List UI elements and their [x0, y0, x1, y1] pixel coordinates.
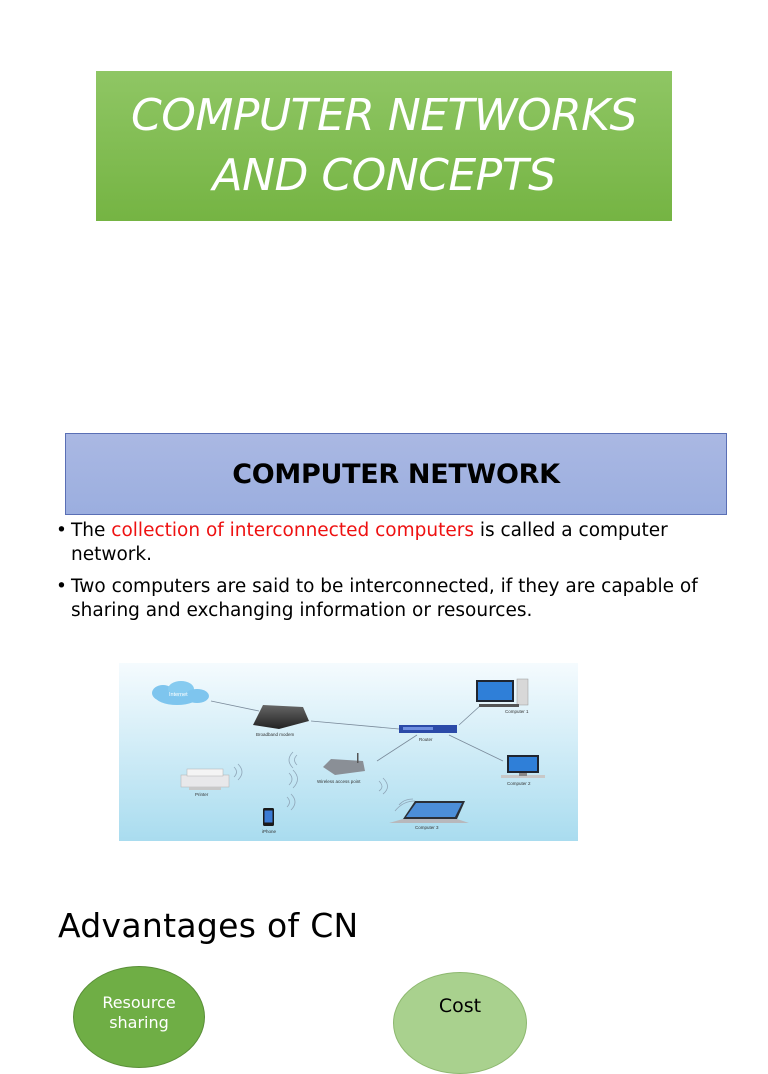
- phone-label: iPhone: [262, 829, 277, 834]
- modem-icon: [253, 705, 309, 729]
- internet-label: Internet: [169, 692, 188, 698]
- advantage-resource-sharing: Resource sharing: [73, 966, 205, 1068]
- printer-label: Printer: [195, 792, 209, 797]
- laptop-icon: [389, 801, 469, 823]
- printer-icon: [180, 768, 230, 790]
- computer-3-label: Computer 3: [415, 825, 439, 830]
- computer-1-label: Computer 1: [505, 709, 529, 714]
- computer-2-label: Computer 2: [507, 781, 531, 786]
- title-line-2: AND CONCEPTS: [212, 150, 556, 201]
- title-line-1: COMPUTER NETWORKS: [131, 90, 637, 141]
- access-point-label: Wireless access point: [317, 779, 361, 784]
- modem-label: Broadband modem: [256, 732, 295, 737]
- title-banner: COMPUTER NETWORKS AND CONCEPTS: [96, 71, 672, 221]
- advantage-resource-sharing-label: Resource sharing: [102, 993, 176, 1032]
- router-label: Router: [419, 737, 433, 742]
- router-icon: [399, 725, 457, 733]
- network-diagram: Internet Broadband modem Router Computer…: [119, 663, 578, 841]
- computer-1-icon: [476, 678, 529, 707]
- phone-icon: [263, 808, 274, 826]
- bullet-definition-highlight: collection of interconnected computers: [111, 520, 474, 541]
- bullet-definition: The collection of interconnected compute…: [56, 519, 736, 567]
- access-point-icon: [323, 753, 365, 775]
- connection-lines: [210, 700, 504, 762]
- section-header: COMPUTER NETWORK: [65, 433, 727, 515]
- advantage-cost: Cost: [393, 972, 527, 1074]
- section-heading: COMPUTER NETWORK: [232, 458, 560, 490]
- advantages-title: Advantages of CN: [58, 906, 359, 945]
- bullet-list: The collection of interconnected compute…: [56, 519, 736, 631]
- advantage-cost-label: Cost: [438, 995, 482, 1017]
- internet-cloud-icon: [152, 681, 209, 705]
- bullet-interconnected: Two computers are said to be interconnec…: [56, 575, 736, 623]
- wifi-signal-icons: [233, 751, 416, 812]
- bullet-definition-pre: The: [71, 520, 112, 541]
- computer-2-icon: [501, 755, 545, 778]
- bullet-definition-post: is called a computer network.: [71, 520, 668, 565]
